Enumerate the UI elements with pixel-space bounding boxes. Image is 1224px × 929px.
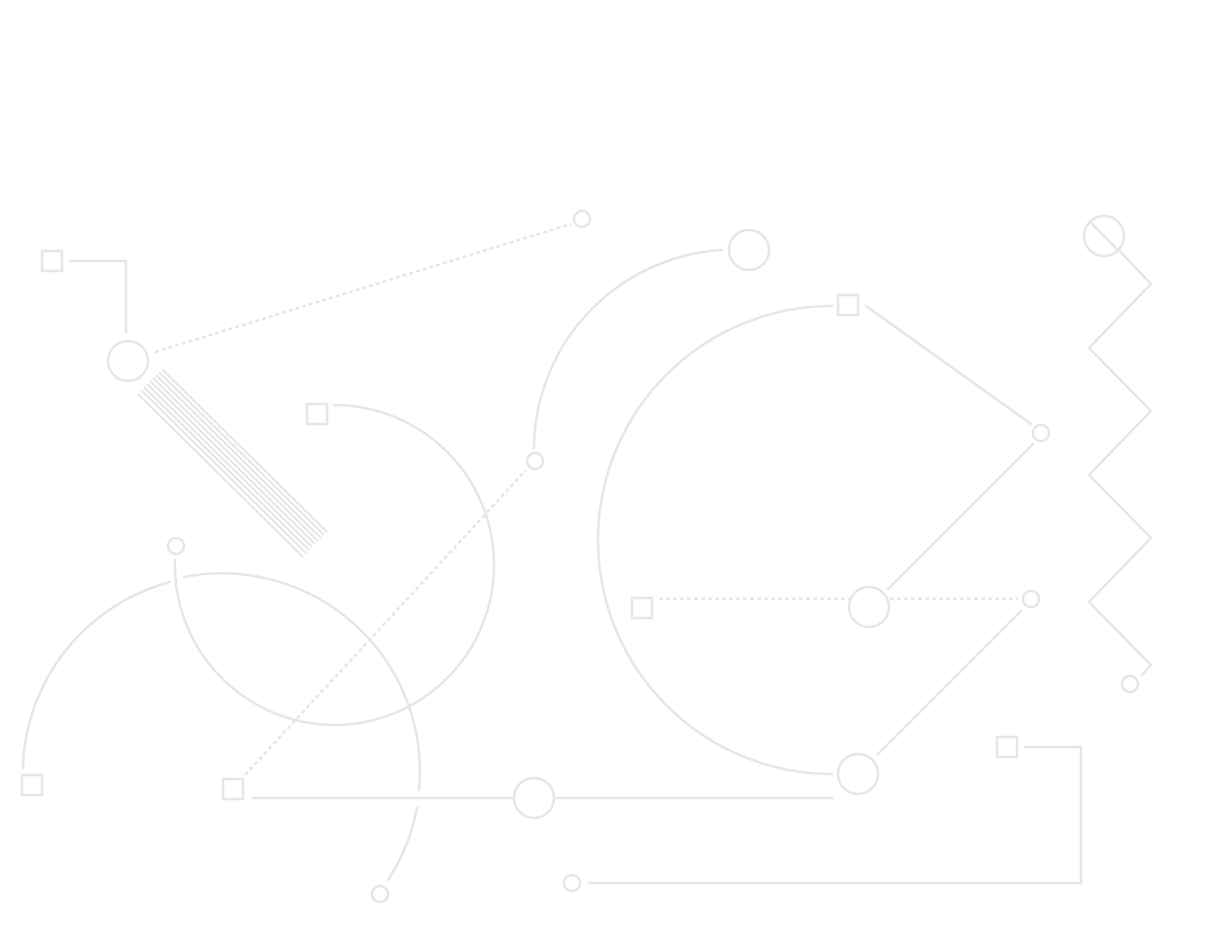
diagonal-connector-lower — [876, 609, 1023, 756]
circle-node-right-small — [1031, 423, 1051, 443]
arc-lower-left — [21, 580, 172, 770]
square-node-bottom-left — [221, 777, 245, 801]
circle-node-left-small — [166, 536, 186, 556]
square-node-top-left — [40, 249, 64, 273]
dashed-connector-diagonal — [244, 469, 527, 776]
arc-semicircle-mid — [173, 403, 496, 727]
circle-node-top-large — [727, 228, 771, 272]
elbow-connector-topleft — [68, 259, 128, 334]
circle-node-bottom-mid — [512, 776, 556, 820]
arc-lower-left-continued — [182, 572, 422, 792]
diagonal-connector-upper — [864, 304, 1033, 426]
dashed-connector-top — [154, 222, 572, 354]
square-node-bottom-right — [995, 735, 1019, 759]
circle-node-zigzag-end — [1120, 674, 1140, 694]
arc-large — [596, 304, 834, 776]
square-node-center — [630, 596, 654, 620]
square-nodes — [20, 249, 1019, 801]
circle-node-mid-small — [525, 451, 545, 471]
circle-nodes — [106, 209, 1140, 904]
elbow-connector-bottomright — [587, 745, 1083, 885]
zigzag-line — [1087, 220, 1153, 677]
diagonal-connector-middle — [886, 442, 1035, 591]
circle-node-center-right — [847, 585, 891, 629]
square-node-bottom-far-left — [20, 773, 44, 797]
square-node-mid-left — [305, 402, 329, 426]
circle-node-left-large — [106, 339, 150, 383]
connectors — [21, 220, 1153, 885]
circle-node-right-dashed-end — [1021, 589, 1041, 609]
hatched-band — [137, 368, 328, 558]
arc-tail-to-bottom-node — [386, 806, 419, 882]
circle-node-bottom-small — [370, 884, 390, 904]
square-node-top-right — [836, 293, 860, 317]
circle-node-bottom-right-large — [836, 752, 880, 796]
circle-node-top-small — [572, 209, 592, 229]
crossed-circle-slash — [1088, 220, 1120, 252]
arc-rising — [532, 248, 724, 450]
circle-node-bottom-elbow-end — [562, 873, 582, 893]
